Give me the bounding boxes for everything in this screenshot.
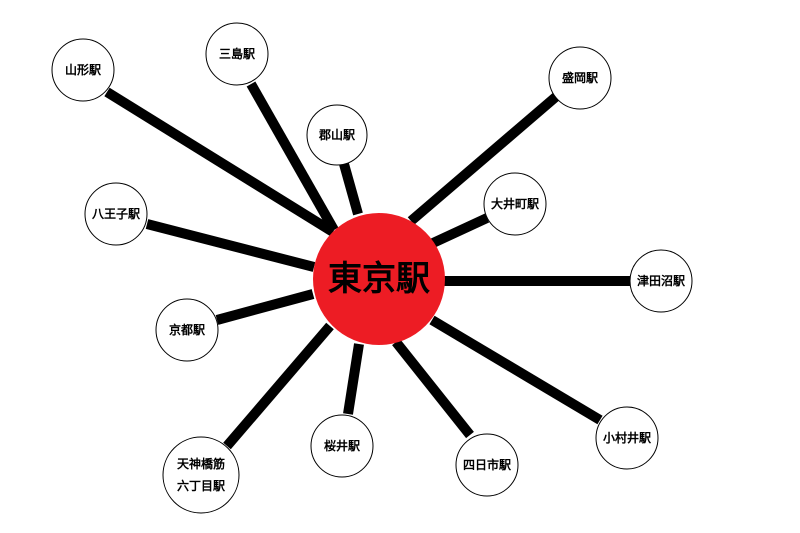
station-node-yamagata: 山形駅 [51,38,115,102]
connection-line-tenjinbashi [223,322,334,450]
connection-line-mishima [246,81,339,233]
station-circle-yokkaichi [455,433,519,497]
station-circle-tenjinbashi [162,436,240,514]
station-circle-tsudanuma [629,249,693,313]
station-label-sakurai: 桜井駅 [324,438,361,453]
station-label-morioka: 盛岡駅 [562,70,599,85]
station-circle-koriyama [306,104,368,166]
station-circle-oimachi [483,172,547,236]
station-node-omura: 小村井駅 [595,406,659,470]
station-node-morioka: 盛岡駅 [548,46,612,110]
station-circle-sakurai [310,414,374,478]
station-node-yokkaichi: 四日市駅 [455,433,519,497]
station-node-koriyama: 郡山駅 [306,104,368,166]
station-node-oimachi: 大井町駅 [483,172,547,236]
station-node-kyoto: 京都駅 [155,298,219,362]
connection-line-yamagata [104,87,336,237]
station-node-tsudanuma: 津田沼駅 [629,249,693,313]
station-circle-morioka [548,46,612,110]
station-label-mishima: 三島駅 [219,46,256,61]
connection-line-sakurai [343,343,364,415]
station-label-yamagata: 山形駅 [65,62,102,77]
station-label-hachioji: 八王子駅 [91,207,141,221]
station-circle-omura [595,406,659,470]
connection-lines [104,81,630,450]
station-nodes: 山形駅三島駅郡山駅盛岡駅八王子駅大井町駅津田沼駅京都駅小村井駅天神橋筋六丁目駅桜… [51,22,693,514]
connection-line-koriyama [339,162,363,216]
station-label-tenjinbashi: 天神橋筋 [177,456,225,471]
connection-line-kyoto [215,289,315,325]
connection-line-oimachi [430,213,490,248]
station-node-sakurai: 桜井駅 [310,414,374,478]
station-label-yokkaichi: 四日市駅 [463,457,512,472]
station-label-tsudanuma: 津田沼駅 [637,273,686,288]
station-circle-yamagata [51,38,115,102]
connection-line-yokkaichi [392,338,474,439]
hub-node: 東京駅 [313,213,445,345]
station-circle-hachioji [84,182,148,246]
station-label-koriyama: 郡山駅 [318,127,356,142]
connection-line-hachioji [145,219,316,272]
hub-circle [313,213,445,345]
station-label-omura: 小村井駅 [603,430,652,445]
station-circle-mishima [205,22,269,86]
connection-line-morioka [407,91,562,225]
connection-line-omura [429,315,603,425]
station-node-hachioji: 八王子駅 [84,182,148,246]
station-label-oimachi: 大井町駅 [491,196,540,211]
station-circle-kyoto [155,298,219,362]
station-node-mishima: 三島駅 [205,22,269,86]
station-label-kyoto: 京都駅 [169,322,206,337]
station-label-tenjinbashi: 六丁目駅 [177,478,226,493]
hub-label: 東京駅 [328,259,430,299]
